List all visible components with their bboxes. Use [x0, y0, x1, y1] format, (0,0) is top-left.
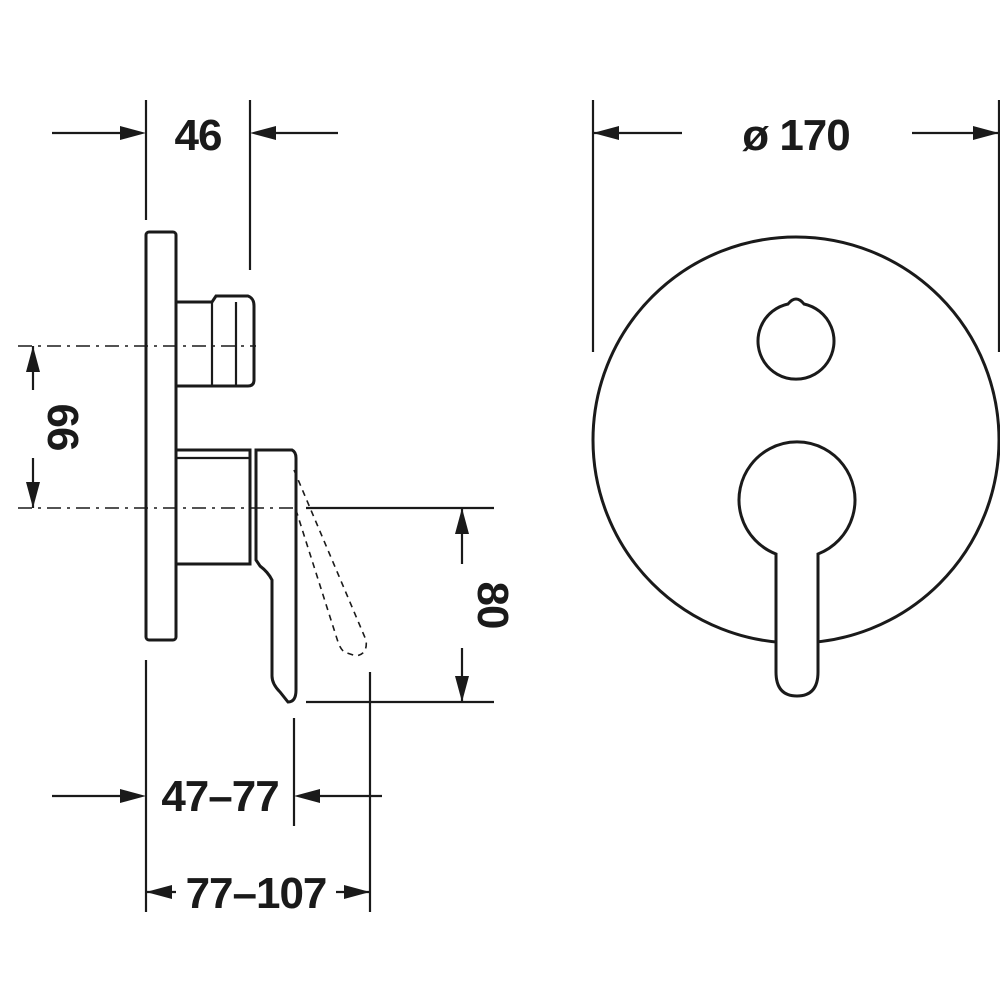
- side-view: [18, 100, 494, 912]
- front-lever-handle: [737, 440, 857, 698]
- side-wall-plate: [144, 230, 178, 642]
- side-lever-body: [174, 448, 252, 566]
- dim-80-label: 80: [468, 582, 517, 629]
- dim-170: ø 170: [593, 111, 999, 160]
- dim-77-107-label: 77–107: [186, 869, 327, 918]
- side-lever-handle: [254, 448, 298, 704]
- dim-66: 66: [26, 346, 87, 508]
- dim-47-77-label: 47–77: [161, 772, 278, 821]
- dim-46-label: 46: [175, 111, 222, 160]
- dim-46: 46: [52, 111, 338, 160]
- side-lever-swing-hidden: [293, 469, 368, 657]
- dim-77-107: 77–107: [146, 869, 370, 918]
- dim-47-77: 47–77: [52, 772, 382, 821]
- side-diverter-knob: [174, 294, 256, 388]
- dim-170-label: ø 170: [742, 111, 850, 160]
- front-diverter-knob: [756, 297, 836, 381]
- dim-66-label: 66: [38, 404, 87, 451]
- dim-80: 80: [455, 508, 517, 702]
- front-view: [591, 100, 1000, 698]
